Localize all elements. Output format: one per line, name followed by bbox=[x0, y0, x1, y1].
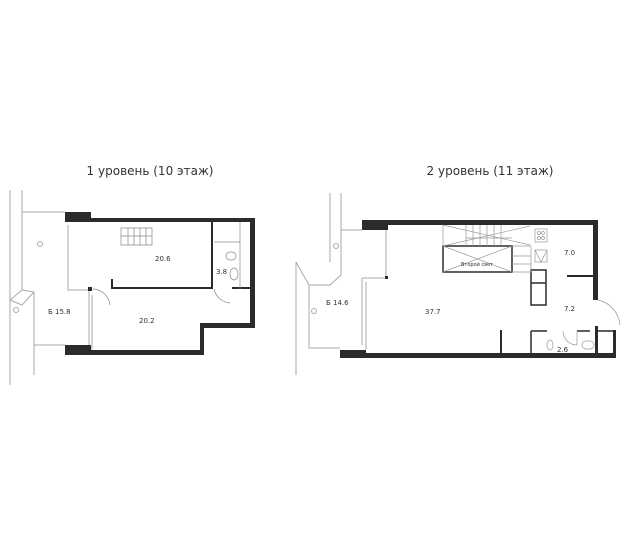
level-2-plan: Второй свет 37.7 7.0 7.2 2.6 Б 14.6 bbox=[295, 193, 621, 375]
room-label-hall: 7.2 bbox=[564, 305, 575, 313]
room-label-main: 20.6 bbox=[155, 255, 171, 263]
void-label: Второй свет bbox=[461, 261, 493, 268]
level-2-fixtures bbox=[442, 224, 621, 351]
room-label-main: 37.7 bbox=[425, 308, 441, 316]
room-label-balcony: Б 15.8 bbox=[48, 308, 71, 316]
room-label-bath: 3.8 bbox=[216, 268, 227, 276]
room-label-kitchen: 7.0 bbox=[564, 249, 575, 257]
room-label-lower: 20.2 bbox=[139, 317, 155, 325]
room-label-bath: 2.6 bbox=[557, 346, 569, 354]
level-2-title: 2 уровень (11 этаж) bbox=[426, 164, 554, 178]
level-1-plan: 20.6 3.8 20.2 Б 15.8 bbox=[9, 190, 255, 385]
level-1-title: 1 уровень (10 этаж) bbox=[86, 164, 214, 178]
balcony-1-outline bbox=[9, 190, 93, 385]
level-1-walls bbox=[65, 212, 255, 355]
level-1-fixtures bbox=[92, 222, 241, 306]
room-label-balcony: Б 14.6 bbox=[326, 299, 349, 307]
level-2-partitions bbox=[442, 245, 615, 355]
level-2-walls bbox=[340, 220, 616, 358]
